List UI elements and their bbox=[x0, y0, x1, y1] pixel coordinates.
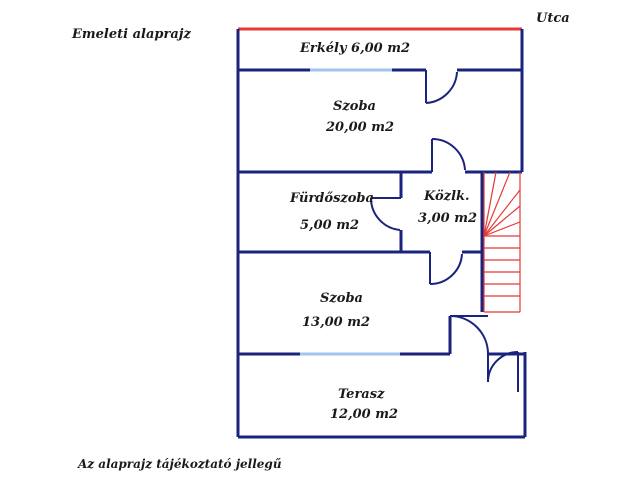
street-label: Utca bbox=[536, 11, 570, 26]
balcony-label: Erkély 6,00 m2 bbox=[299, 41, 410, 56]
plan-title: Emeleti alaprajz bbox=[71, 27, 191, 42]
windows bbox=[300, 68, 400, 356]
room2-area: 13,00 m2 bbox=[302, 315, 370, 330]
outer-walls bbox=[236, 29, 527, 439]
room1-name: Szoba bbox=[333, 99, 376, 114]
bathroom-name: Fürdőszoba bbox=[289, 191, 374, 206]
room2-name: Szoba bbox=[320, 291, 363, 306]
terrace-name: Terasz bbox=[338, 387, 385, 402]
hallway-area: 3,00 m2 bbox=[418, 211, 477, 226]
staircase bbox=[483, 171, 521, 313]
door-swings bbox=[369, 70, 519, 392]
room1-area: 20,00 m2 bbox=[325, 120, 394, 135]
disclaimer-note: Az alaprajz tájékoztató jellegű bbox=[77, 457, 282, 471]
interior-walls bbox=[238, 68, 525, 356]
bathroom-area: 5,00 m2 bbox=[300, 218, 359, 233]
terrace-area: 12,00 m2 bbox=[330, 407, 398, 422]
hallway-name: Közlk. bbox=[423, 189, 470, 204]
